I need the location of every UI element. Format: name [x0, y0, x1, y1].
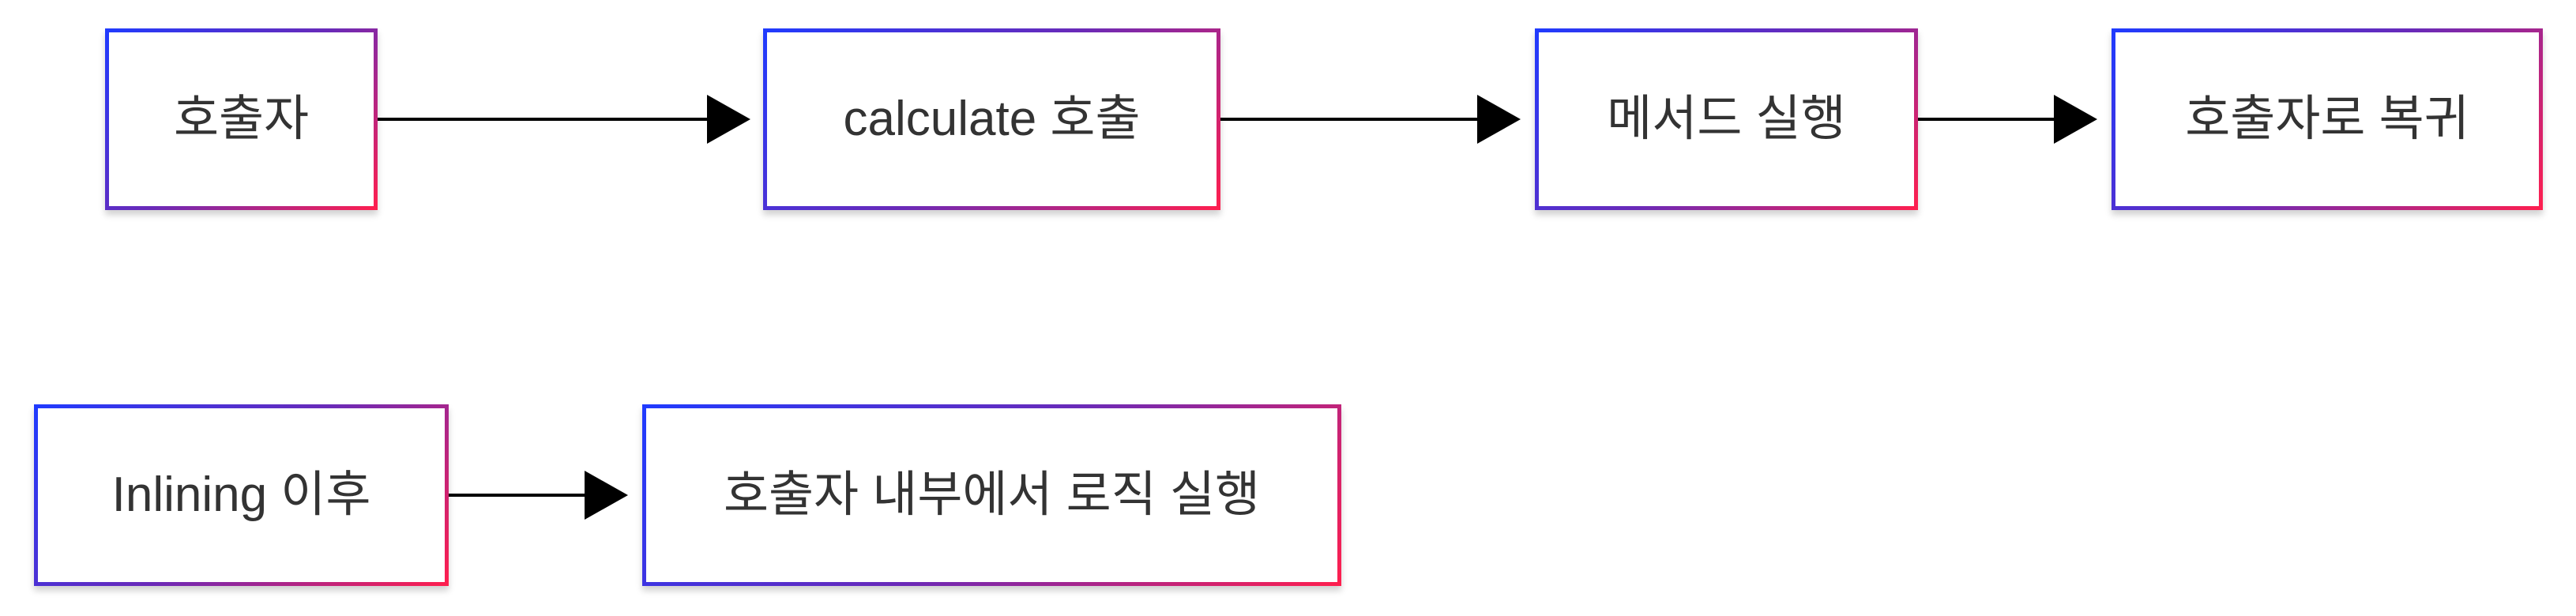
- node-calculate-call: calculate 호출: [763, 28, 1220, 210]
- node-after-inlining-label: Inlining 이후: [111, 468, 371, 522]
- node-return-to-caller-label: 호출자로 복귀: [2185, 92, 2469, 146]
- edge-calculate-to-method: [1220, 95, 1521, 144]
- node-caller: 호출자: [105, 28, 378, 210]
- node-method-exec-label: 메서드 실행: [1607, 92, 1846, 146]
- edge-inlining-to-inline-exec: [449, 471, 628, 520]
- node-after-inlining: Inlining 이후: [34, 404, 449, 586]
- node-inline-exec: 호출자 내부에서 로직 실행: [642, 404, 1341, 586]
- node-return-to-caller: 호출자로 복귀: [2112, 28, 2543, 210]
- node-inline-exec-label: 호출자 내부에서 로직 실행: [723, 468, 1261, 522]
- node-caller-label: 호출자: [173, 92, 310, 146]
- edge-caller-to-calculate: [378, 95, 750, 144]
- node-method-exec: 메서드 실행: [1535, 28, 1918, 210]
- edge-method-to-return: [1918, 95, 2097, 144]
- node-calculate-call-label: calculate 호출: [843, 92, 1141, 146]
